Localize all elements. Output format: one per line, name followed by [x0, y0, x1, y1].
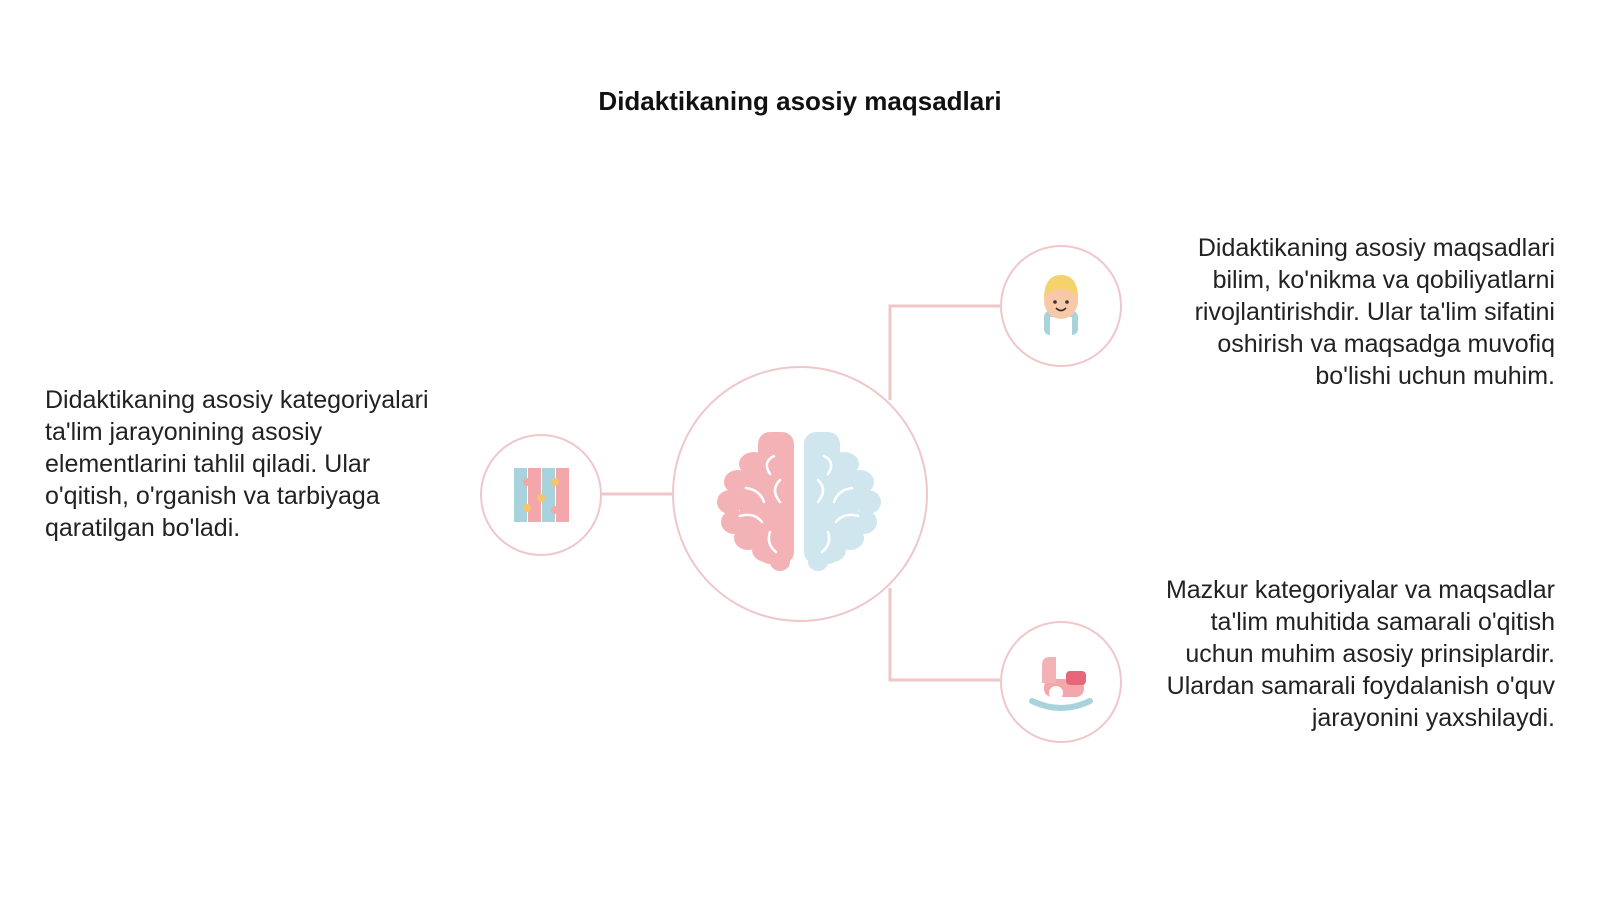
connector-top-right [888, 304, 1000, 400]
node-left [480, 434, 602, 556]
node-bottom-right [1000, 621, 1122, 743]
rocking-horse-icon [1029, 657, 1093, 711]
child-icon [1044, 275, 1078, 335]
node-top-right [1000, 245, 1122, 367]
node-bottom-right-text: Mazkur kategoriyalar va maqsadlar ta'lim… [1165, 576, 1555, 732]
page-title: Didaktikaning asosiy maqsadlari [598, 86, 1002, 116]
node-left-text: Didaktikaning asosiy kategoriyalari ta'l… [45, 386, 429, 542]
node-top-right-text: Didaktikaning asosiy maqsadlari bilim, k… [1194, 234, 1555, 390]
connector-bottom-right [888, 588, 1000, 682]
brain-icon [717, 428, 881, 571]
center-node [672, 366, 928, 622]
puzzle-icon [514, 468, 569, 522]
